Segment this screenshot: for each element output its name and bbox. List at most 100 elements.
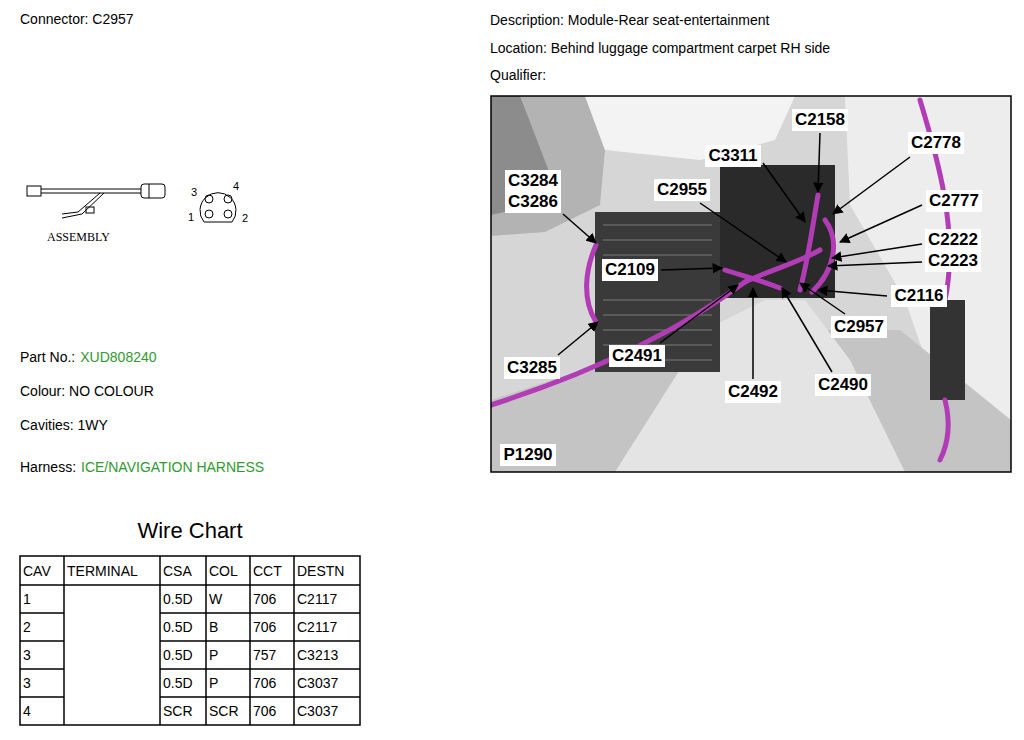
table-cell: 0.5D	[163, 675, 193, 691]
amplifier-module	[595, 212, 720, 372]
table-cell: C2117	[297, 619, 337, 635]
table-rule	[293, 556, 295, 725]
table-cell: 706	[253, 619, 276, 635]
table-cell: W	[209, 591, 222, 607]
cable	[41, 193, 141, 194]
table-cell: P	[209, 647, 218, 663]
assembly-caption: ASSEMBLY	[47, 230, 110, 244]
table-cell: 3	[23, 647, 31, 663]
table-heading: Wire Chart	[137, 518, 242, 544]
leader-line	[818, 133, 820, 192]
cavities-text: Cavities: 1WY	[20, 417, 108, 434]
table-cell: SCR	[209, 703, 239, 719]
table-cell: C3213	[297, 647, 338, 663]
table-rule	[20, 668, 64, 670]
table-cell: SCR	[163, 703, 193, 719]
pin-number: 4	[233, 180, 239, 192]
table-cell: 757	[253, 647, 276, 663]
table-cell: P	[209, 675, 218, 691]
description-text: Description: Module-Rear seat-entertainm…	[490, 12, 769, 29]
harness-wire	[812, 220, 834, 292]
part-number: XUD808240	[80, 349, 156, 366]
table-cell: 0.5D	[163, 647, 193, 663]
side-module	[930, 300, 965, 400]
table-border	[20, 556, 360, 725]
callout-label: C3286	[505, 191, 561, 213]
harness-wire	[491, 282, 745, 405]
connector-face	[200, 193, 236, 222]
connector-body	[141, 184, 165, 198]
plug-end	[27, 186, 41, 196]
harness-wire	[800, 195, 818, 290]
table-cell: 706	[253, 591, 276, 607]
callout-label: C2109	[602, 259, 658, 281]
callout-label: C2116	[891, 285, 946, 307]
table-header: TERMINAL	[67, 563, 138, 579]
callout-label: C2491	[609, 345, 665, 367]
table-cell: 2	[23, 619, 31, 635]
callout-label: C2492	[725, 381, 781, 403]
pin-number: 3	[191, 186, 197, 198]
table-cell: B	[209, 619, 218, 635]
harness-wire	[587, 245, 596, 322]
table-rule	[160, 668, 360, 670]
cable-branch	[62, 193, 104, 218]
field-name: Part No.:	[20, 349, 75, 366]
table-header: COL	[209, 563, 238, 579]
callout-label: C3285	[504, 357, 560, 379]
table-cell: 3	[23, 675, 31, 691]
pin-number: 2	[242, 212, 248, 224]
table-cell: C3037	[297, 703, 338, 719]
callout-label: C2957	[831, 316, 887, 338]
cable-branch	[62, 193, 100, 214]
leader-line	[782, 288, 832, 372]
callout-label: C2955	[654, 179, 710, 201]
leader-line	[558, 322, 598, 355]
wire-chart-grid	[20, 556, 360, 725]
callout-label: C2223	[925, 250, 981, 272]
leader-line	[840, 205, 922, 242]
table-header: CAV	[23, 563, 51, 579]
leader-line	[800, 283, 845, 314]
callout-label: C2777	[926, 190, 982, 212]
callout-label: C2490	[815, 374, 871, 396]
table-header: CCT	[253, 563, 282, 579]
table-rule	[205, 556, 207, 725]
cable-tie	[86, 207, 94, 213]
table-rule	[159, 556, 161, 725]
table-rule	[20, 696, 64, 698]
table-cell: 4	[23, 703, 31, 719]
pin	[224, 210, 232, 218]
table-cell: 0.5D	[163, 619, 193, 635]
connector-body	[149, 184, 150, 198]
callout-label: C2222	[925, 229, 981, 251]
pin-number: 1	[188, 211, 194, 223]
table-rule	[20, 640, 64, 642]
location-photo	[491, 96, 1011, 472]
leader-line	[660, 285, 738, 343]
table-cell: 706	[253, 703, 276, 719]
table-rule	[160, 696, 360, 698]
table-rule	[160, 640, 360, 642]
leader-line	[563, 214, 596, 243]
module-grille	[603, 225, 712, 360]
table-header: CSA	[163, 563, 192, 579]
table-rule	[63, 556, 65, 725]
table-cell: C3037	[297, 675, 338, 691]
leader-line	[661, 268, 722, 270]
harness-wire	[725, 270, 780, 288]
qualifier-text: Qualifier:	[490, 67, 546, 84]
leader-line	[818, 290, 887, 296]
leader-line	[828, 262, 922, 266]
photo-ground	[491, 96, 1011, 472]
pin	[224, 195, 232, 203]
leader-line	[832, 244, 922, 258]
table-rule	[249, 556, 251, 725]
side-trim	[491, 96, 605, 236]
table-cell: 706	[253, 675, 276, 691]
pin	[205, 195, 213, 203]
table-header: DESTN	[297, 563, 344, 579]
connector-drawing	[27, 184, 236, 222]
callout-label: C2778	[908, 132, 964, 154]
table-cell: 0.5D	[163, 591, 193, 607]
